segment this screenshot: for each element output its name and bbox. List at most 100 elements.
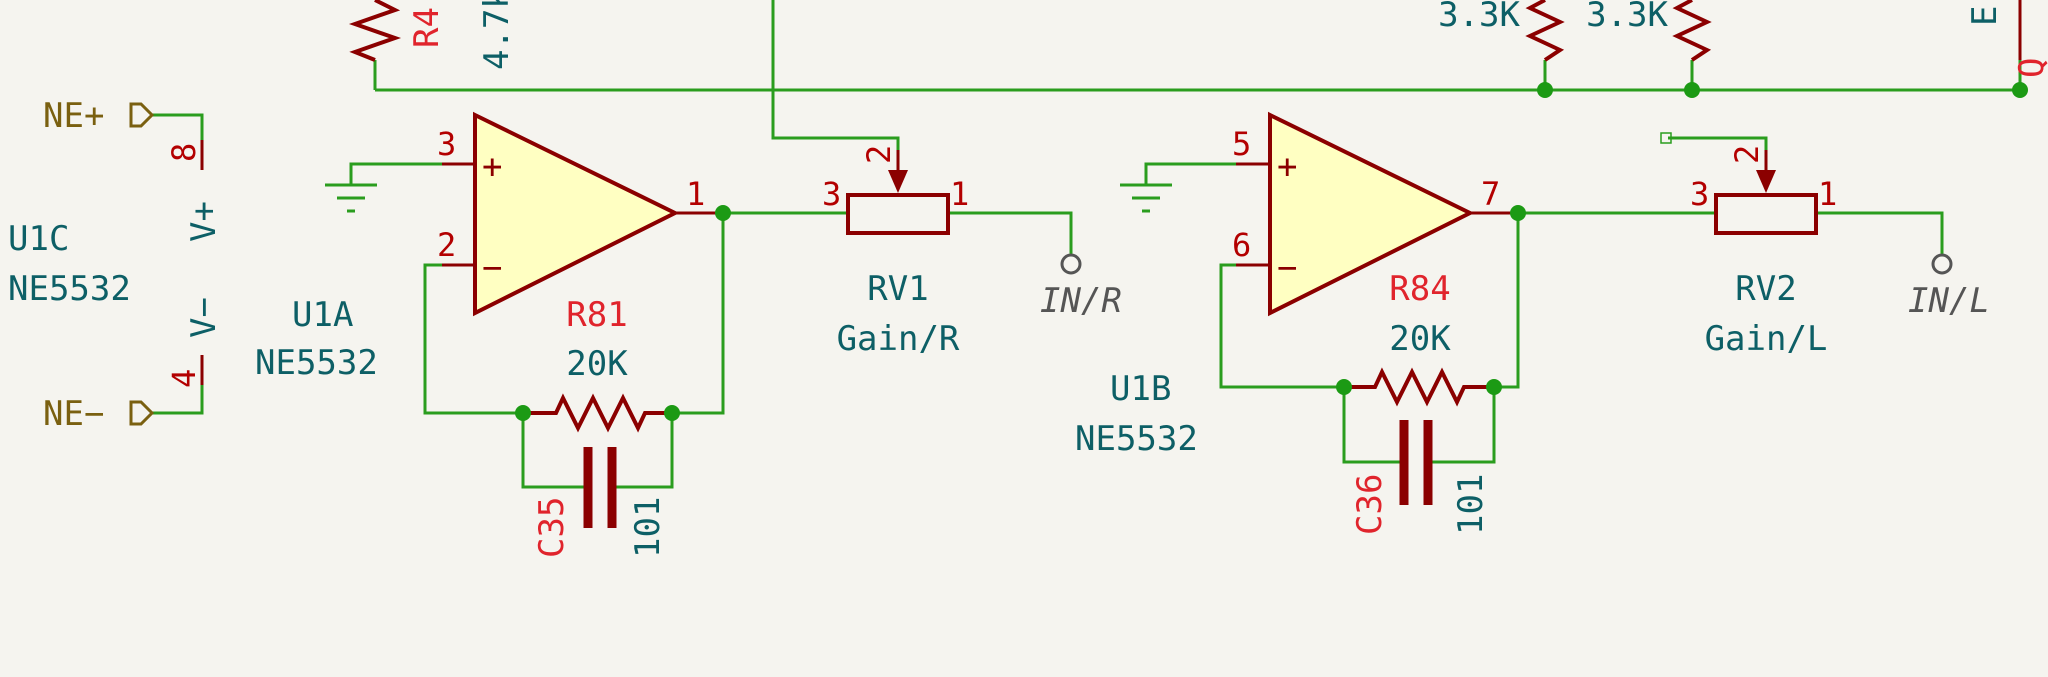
rv2-unconnected-marker-icon[interactable] — [1660, 132, 1672, 144]
u1b-pin6-number: 6 — [1232, 226, 1251, 264]
r4-resistor-zigzag[interactable] — [348, 0, 402, 62]
rv2-potentiometer: 3 2 1 RV2 Gain/L IN/L — [1660, 132, 1990, 359]
wire-rv2-wiper-feed[interactable] — [1668, 136, 1768, 150]
u1b-triangle[interactable] — [1268, 111, 1475, 317]
u1c-reference: U1C — [8, 219, 69, 259]
c36-reference: C36 — [1350, 474, 1390, 535]
resistor-3k3a-value: 3.3K — [1438, 0, 1520, 35]
wire-rv2-in[interactable] — [1816, 211, 1944, 254]
u1c-power-unit: NE+ NE− 8 4 V+ V− U1C NE5532 — [8, 96, 224, 434]
r81-reference: R81 — [566, 295, 627, 335]
rv2-pin2-number: 2 — [1728, 145, 1766, 164]
rv2-reference: RV2 — [1735, 269, 1796, 309]
c35-reference: C35 — [532, 497, 572, 558]
rv2-pin3-number: 3 — [1690, 175, 1709, 213]
resistor-3k3b-zigzag[interactable] — [1672, 0, 1712, 62]
ne-minus-port-icon[interactable] — [129, 400, 155, 426]
junction-dot — [1486, 379, 1502, 395]
rv1-pin3-number: 3 — [822, 175, 841, 213]
wire-c36-right[interactable] — [1428, 387, 1496, 464]
u1a-pin1-number: 1 — [686, 175, 705, 213]
junction-dot — [1684, 82, 1700, 98]
r84-zigzag[interactable] — [1344, 367, 1494, 407]
wire-rv1-wiper-feed[interactable] — [771, 0, 900, 150]
rv2-wiper-arrow-icon — [1756, 170, 1776, 193]
r84-resistor: R84 20K — [1344, 269, 1494, 407]
in-l-net-label: IN/L — [1908, 281, 1990, 321]
wire-u1b-fb-right[interactable] — [1494, 213, 1520, 389]
junction-dot — [2012, 82, 2028, 98]
u1a-minus-sign: − — [482, 248, 502, 288]
junction-dot — [664, 405, 680, 421]
vminus-pin-number: 4 — [165, 369, 203, 388]
rv1-pin2-number: 2 — [860, 145, 898, 164]
u1a-triangle[interactable] — [473, 111, 680, 317]
rv2-value: Gain/L — [1705, 319, 1828, 359]
u1b-value: NE5532 — [1075, 419, 1198, 459]
rv2-body[interactable] — [1714, 193, 1818, 235]
rv1-pin1-number: 1 — [950, 175, 969, 213]
wire-c35-right[interactable] — [612, 413, 674, 489]
c35-capacitor: C35 101 — [532, 447, 668, 558]
vplus-label: V+ — [184, 201, 224, 242]
rv1-value: Gain/R — [837, 319, 960, 359]
rv1-potentiometer: 3 2 1 RV1 Gain/R IN/R — [822, 145, 1122, 359]
u1a-ground-icon — [325, 183, 377, 213]
u1a-plus-sign: + — [482, 147, 502, 187]
junction-dot — [715, 205, 731, 221]
resistor-3k3b-value: 3.3K — [1586, 0, 1668, 35]
u1a-pin2-number: 2 — [437, 226, 456, 264]
resistor-3k3a-zigzag[interactable] — [1525, 0, 1565, 62]
wire-vminus[interactable] — [152, 385, 204, 415]
edge-component-ref: Q — [2012, 58, 2048, 78]
rv1-reference: RV1 — [867, 269, 928, 309]
u1a-reference: U1A — [292, 295, 353, 335]
wires — [152, 0, 2022, 489]
junction-dot — [1510, 205, 1526, 221]
c36-capacitor: C36 101 — [1350, 420, 1491, 535]
ne-plus-net-label: NE+ — [43, 96, 104, 136]
wire-vplus[interactable] — [152, 113, 204, 140]
u1b-reference: U1B — [1110, 369, 1171, 409]
top-partial-components: R4 4.7k 3.3K 3.3K E Q — [348, 0, 2048, 78]
wire-rv1-in[interactable] — [948, 211, 1073, 254]
junction-dot — [1336, 379, 1352, 395]
r84-value: 20K — [1389, 319, 1451, 359]
rv1-wiper-arrow-icon — [888, 170, 908, 193]
r81-value: 20K — [566, 344, 628, 384]
junction-dot — [1537, 82, 1553, 98]
u1b-minus-sign: − — [1277, 248, 1297, 288]
u1b-opamp: + − 5 6 7 U1B NE5532 — [1075, 111, 1518, 459]
vminus-label: V− — [184, 297, 224, 338]
u1a-value: NE5532 — [255, 343, 378, 383]
rv2-pin1-number: 1 — [1818, 175, 1837, 213]
in-l-connector-icon[interactable] — [1931, 253, 1953, 275]
rv1-body[interactable] — [846, 193, 950, 235]
in-r-net-label: IN/R — [1040, 281, 1122, 321]
u1b-pin5-number: 5 — [1232, 125, 1251, 163]
r4-reference: R4 — [407, 7, 447, 48]
r81-zigzag[interactable] — [523, 393, 672, 433]
vplus-pin-number: 8 — [165, 143, 203, 162]
wire-c35-left[interactable] — [521, 413, 588, 489]
edge-component-letter: E — [1965, 6, 2005, 26]
u1c-value: NE5532 — [8, 269, 131, 309]
u1a-opamp: + − 3 2 1 U1A NE5532 — [255, 111, 723, 383]
u1a-pin3-number: 3 — [437, 125, 456, 163]
junctions — [515, 82, 2028, 421]
c35-value: 101 — [628, 497, 668, 558]
wire-u1b-gnd[interactable] — [1144, 162, 1270, 185]
wire-c36-left[interactable] — [1342, 387, 1404, 464]
wire-u1a-fb-right[interactable] — [672, 213, 725, 415]
c36-value: 101 — [1451, 474, 1491, 535]
r84-reference: R84 — [1389, 269, 1450, 309]
r81-resistor: R81 20K — [523, 295, 672, 433]
ne-plus-port-icon[interactable] — [129, 102, 155, 128]
junction-dot — [515, 405, 531, 421]
in-r-connector-icon[interactable] — [1060, 253, 1082, 275]
ne-minus-net-label: NE− — [43, 394, 104, 434]
r4-value: 4.7k — [477, 0, 517, 70]
wire-u1a-gnd[interactable] — [349, 162, 475, 185]
u1b-plus-sign: + — [1277, 147, 1297, 187]
